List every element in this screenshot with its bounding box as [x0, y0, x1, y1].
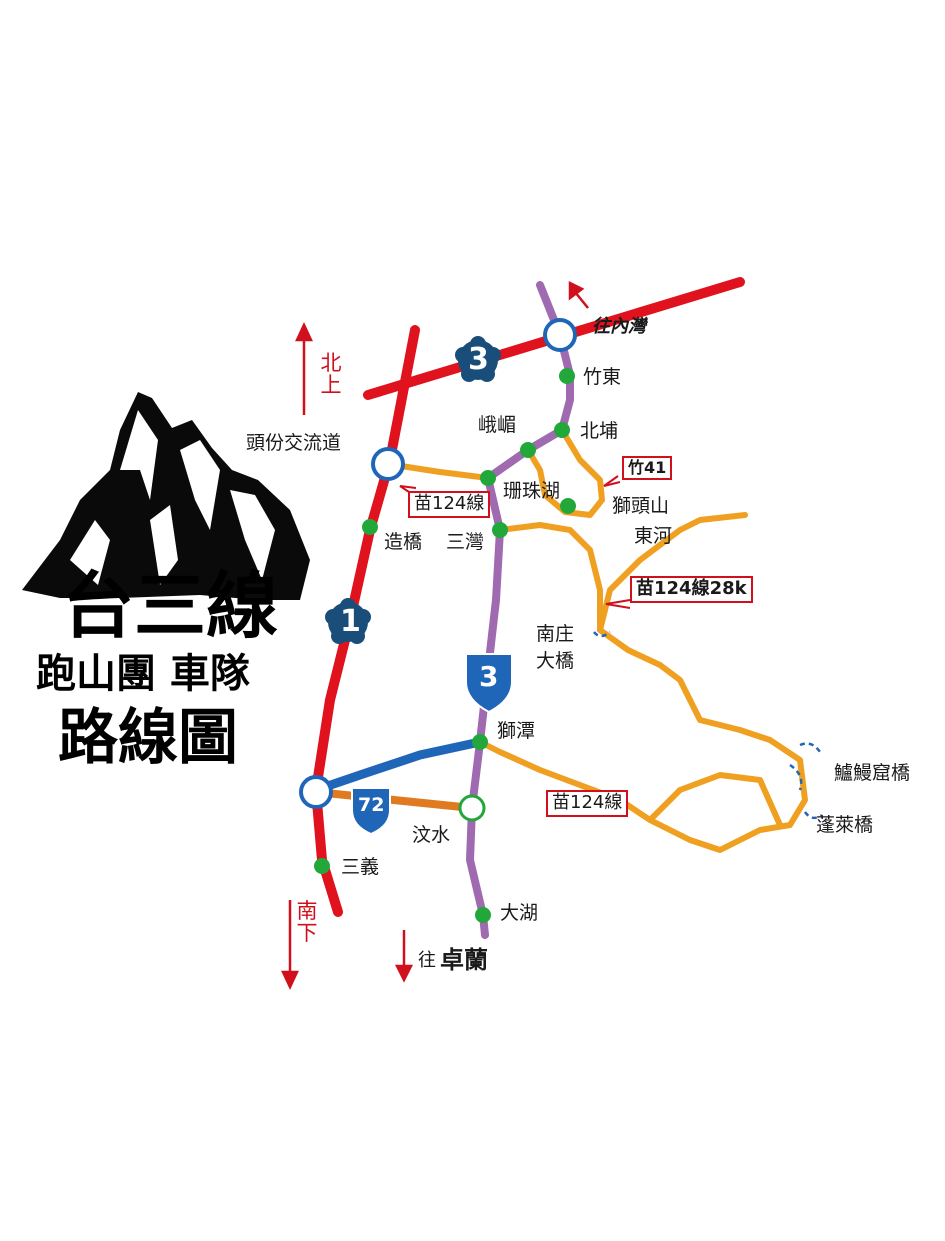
tag-miao124-28k: 苗124線28k — [630, 576, 753, 603]
south-label: 南下 — [296, 899, 318, 946]
wenshui-link-line — [315, 788, 473, 812]
label-to: 往 — [418, 950, 436, 971]
label-donghe: 東河 — [634, 525, 673, 547]
provincial-3-number: 3 — [479, 660, 499, 693]
label-to-neiwan: 往內灣 — [592, 316, 646, 337]
sanyi-interchange-icon — [299, 775, 333, 809]
label-luman-bridge: 鱸鰻窟橋 — [834, 762, 911, 784]
title-sub: 跑山團 車隊 — [36, 650, 250, 697]
provincial-72-number: 72 — [358, 794, 385, 816]
label-zaoqiao: 造橋 — [384, 531, 423, 553]
north-label: 北上 — [320, 351, 342, 398]
provincial-3-line — [466, 281, 574, 939]
label-nanzhuang-1: 南庄 — [536, 623, 575, 645]
label-toufen: 頭份交流道 — [246, 432, 342, 454]
label-sanwan: 三灣 — [446, 531, 485, 553]
label-wenshui: 汶水 — [412, 824, 451, 846]
freeway-1-shield-icon — [325, 598, 371, 644]
freeway-1-number: 1 — [340, 604, 361, 639]
label-shitoushan: 獅頭山 — [612, 495, 670, 517]
tag-zhu41: 竹41 — [622, 456, 673, 481]
zhudong-interchange-icon — [543, 318, 577, 352]
mountain-logo-icon — [22, 392, 310, 600]
toufen-interchange-icon — [371, 447, 405, 481]
wenshui-junction-icon — [458, 794, 486, 822]
label-penglai-bridge: 蓬萊橋 — [816, 814, 874, 836]
station-dots — [314, 368, 576, 923]
provincial-3-shield-icon — [465, 653, 513, 714]
label-shanzhu-lake: 珊珠湖 — [503, 480, 561, 502]
label-zhuolan: 卓蘭 — [440, 946, 488, 974]
label-beipu: 北埔 — [580, 420, 619, 442]
tag-miao124-north: 苗124線 — [408, 491, 491, 518]
provincial-72-shield-icon — [351, 787, 391, 836]
title-caption: 路線圖 — [58, 703, 238, 773]
title-main: 台三線 — [62, 563, 279, 648]
label-zhudong: 竹東 — [583, 366, 622, 388]
freeway-3-shield-icon — [455, 336, 501, 382]
label-sanyi: 三義 — [341, 856, 380, 878]
label-dahu: 大湖 — [500, 902, 539, 924]
provincial-72-line — [311, 737, 485, 795]
direction-arrows — [281, 280, 589, 990]
label-emei: 峨嵋 — [478, 414, 517, 436]
label-nanzhuang-2: 大橋 — [536, 650, 575, 672]
label-shitan: 獅潭 — [497, 720, 536, 742]
tag-miao124-south: 苗124線 — [546, 790, 629, 817]
freeway-3-number: 3 — [468, 342, 489, 377]
bridge-marks — [593, 631, 823, 820]
